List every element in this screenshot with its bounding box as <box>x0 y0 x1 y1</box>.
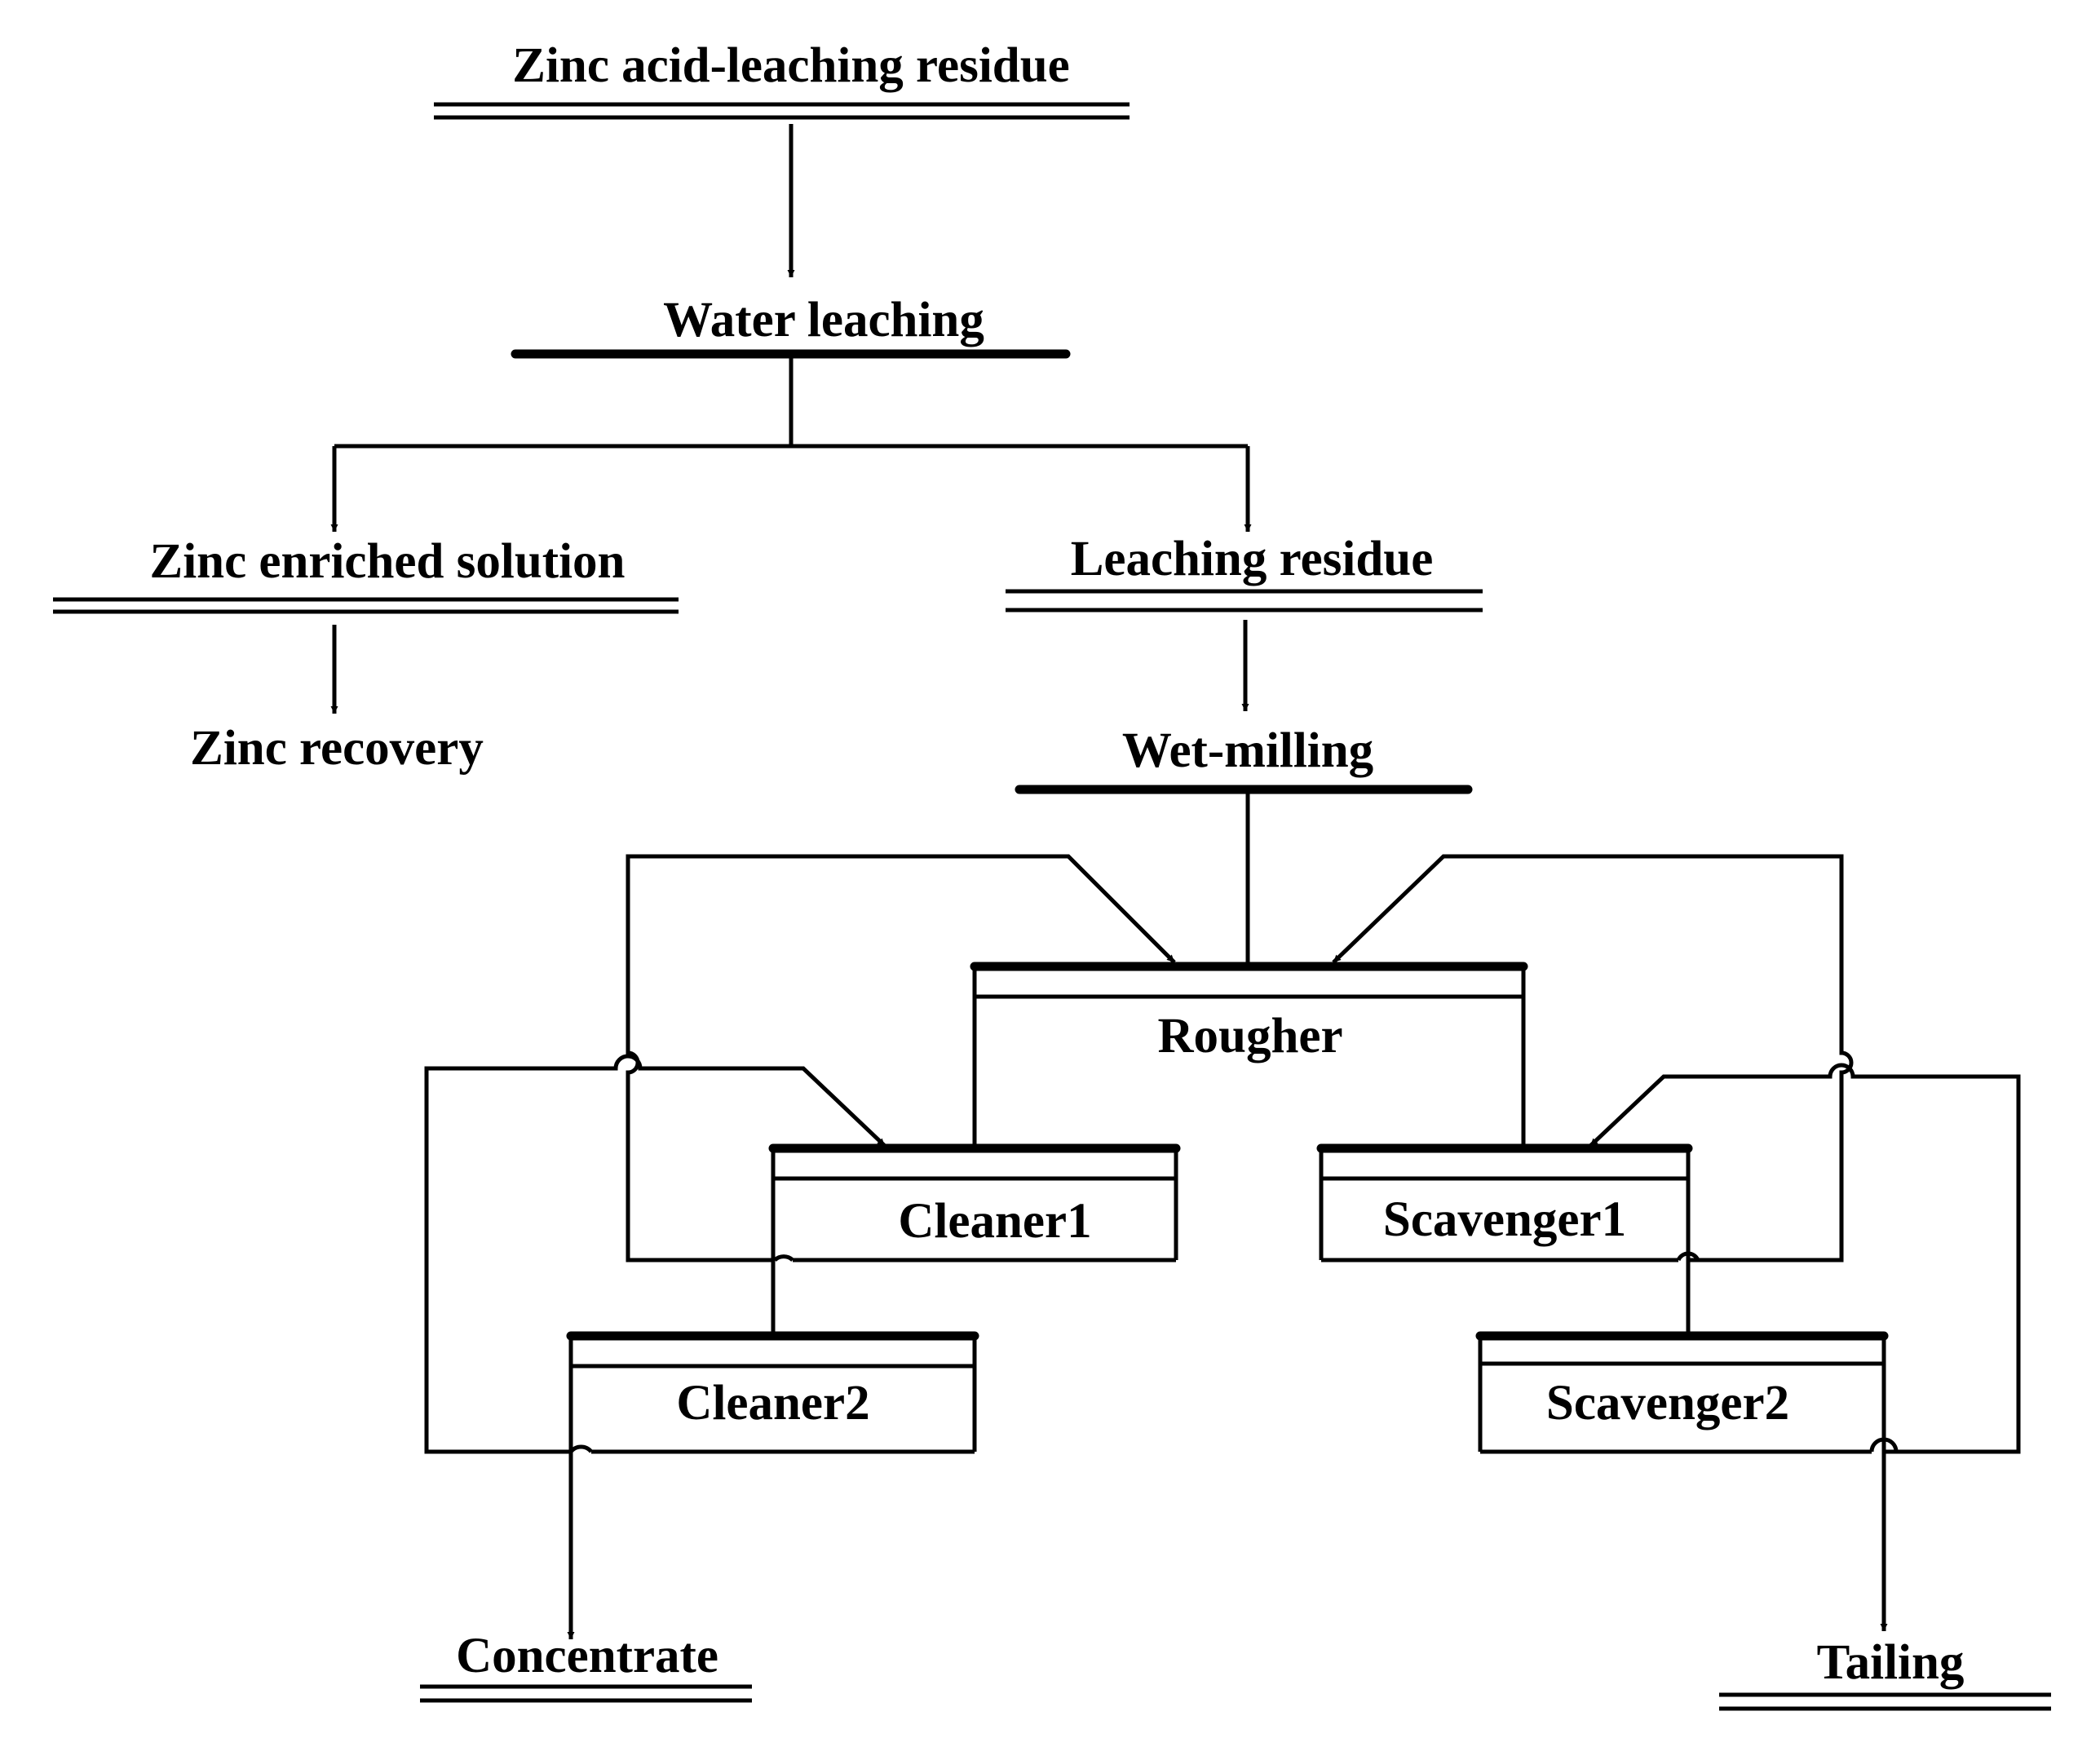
water-leaching-node: Water leaching <box>511 293 1071 359</box>
zinc-recovery-label: Zinc recovery <box>190 721 484 776</box>
cleaner2-tailing-to-cleaner1 <box>424 1054 886 1454</box>
cleaner1-hop <box>773 1254 794 1262</box>
zinc-solution-label: Zinc enriched solution <box>150 534 626 589</box>
rougher-cell: Rougher <box>970 962 1528 1064</box>
cleaner2-hop <box>569 1444 593 1453</box>
water-leaching-label: Water leaching <box>663 293 984 347</box>
rougher-label: Rougher <box>1157 1009 1342 1064</box>
feed-node: Zinc acid-leaching residue <box>434 38 1130 120</box>
leaching-residue-node: Leaching residue <box>1006 532 1483 612</box>
wet-milling-label: Wet-milling <box>1122 723 1373 778</box>
scavenger1-label: Scavenger1 <box>1383 1192 1626 1247</box>
scavenger1-hop <box>1676 1251 1700 1262</box>
cleaner2-cell: Cleaner2 <box>566 1331 979 1454</box>
scavenger1-concentrate-to-rougher <box>1332 854 1854 1263</box>
tailing-label: Tailing <box>1817 1635 1965 1690</box>
concentrate-label: Concentrate <box>456 1629 718 1683</box>
cleaner1-cell: Cleaner1 <box>768 1143 1181 1263</box>
scavenger1-cell: Scavenger1 <box>1316 1143 1693 1263</box>
zinc-solution-node: Zinc enriched solution <box>53 534 679 614</box>
leaching-residue-label: Leaching residue <box>1071 532 1434 586</box>
scavenger2-hop <box>1869 1437 1899 1453</box>
scavenger2-label: Scavenger2 <box>1546 1376 1789 1431</box>
tailing-node: Tailing <box>1719 1635 2051 1711</box>
feed-label: Zinc acid-leaching residue <box>512 38 1069 93</box>
concentrate-node: Concentrate <box>420 1629 752 1703</box>
scavenger2-cell: Scavenger2 <box>1475 1331 1889 1454</box>
cleaner1-label: Cleaner1 <box>898 1194 1091 1249</box>
scavenger2-concentrate-to-scavenger1 <box>1589 1063 2021 1454</box>
cleaner2-label: Cleaner2 <box>676 1376 869 1431</box>
wet-milling-node: Wet-milling <box>1015 723 1473 794</box>
